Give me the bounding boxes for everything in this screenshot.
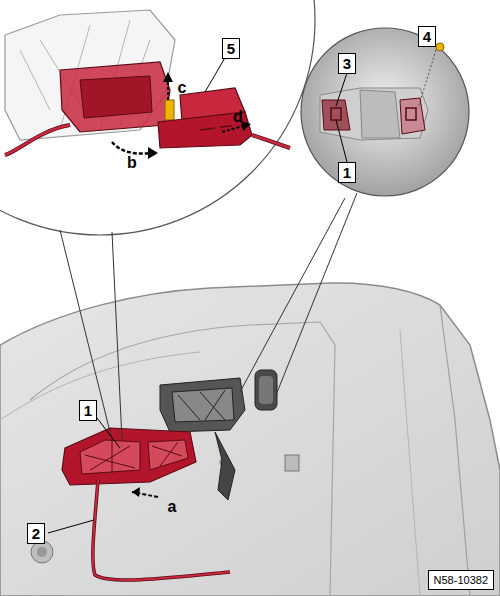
cable	[93, 480, 230, 580]
reference-box: N58-10382	[428, 570, 494, 590]
cable	[93, 480, 230, 580]
callout-number: 3	[338, 53, 356, 74]
direction-letter: b	[125, 154, 139, 172]
direction-letter: c	[176, 79, 189, 97]
figure-number: N58-10382	[434, 574, 488, 586]
callout-number: 4	[418, 26, 436, 47]
leader-line	[97, 418, 120, 448]
leader-line	[48, 520, 94, 533]
handle-bracket	[62, 428, 196, 485]
door-panel	[0, 283, 500, 596]
callout-number: 1	[338, 162, 356, 183]
direction-letter: a	[166, 498, 179, 516]
callout-number: 1	[79, 400, 97, 421]
callout-number: 2	[27, 523, 45, 544]
callout-number: 5	[222, 38, 240, 59]
arrow-head	[132, 487, 140, 497]
detail-magnifier	[240, 28, 469, 395]
detail-magnifier	[0, 0, 315, 440]
direction-letter: d	[231, 108, 245, 126]
